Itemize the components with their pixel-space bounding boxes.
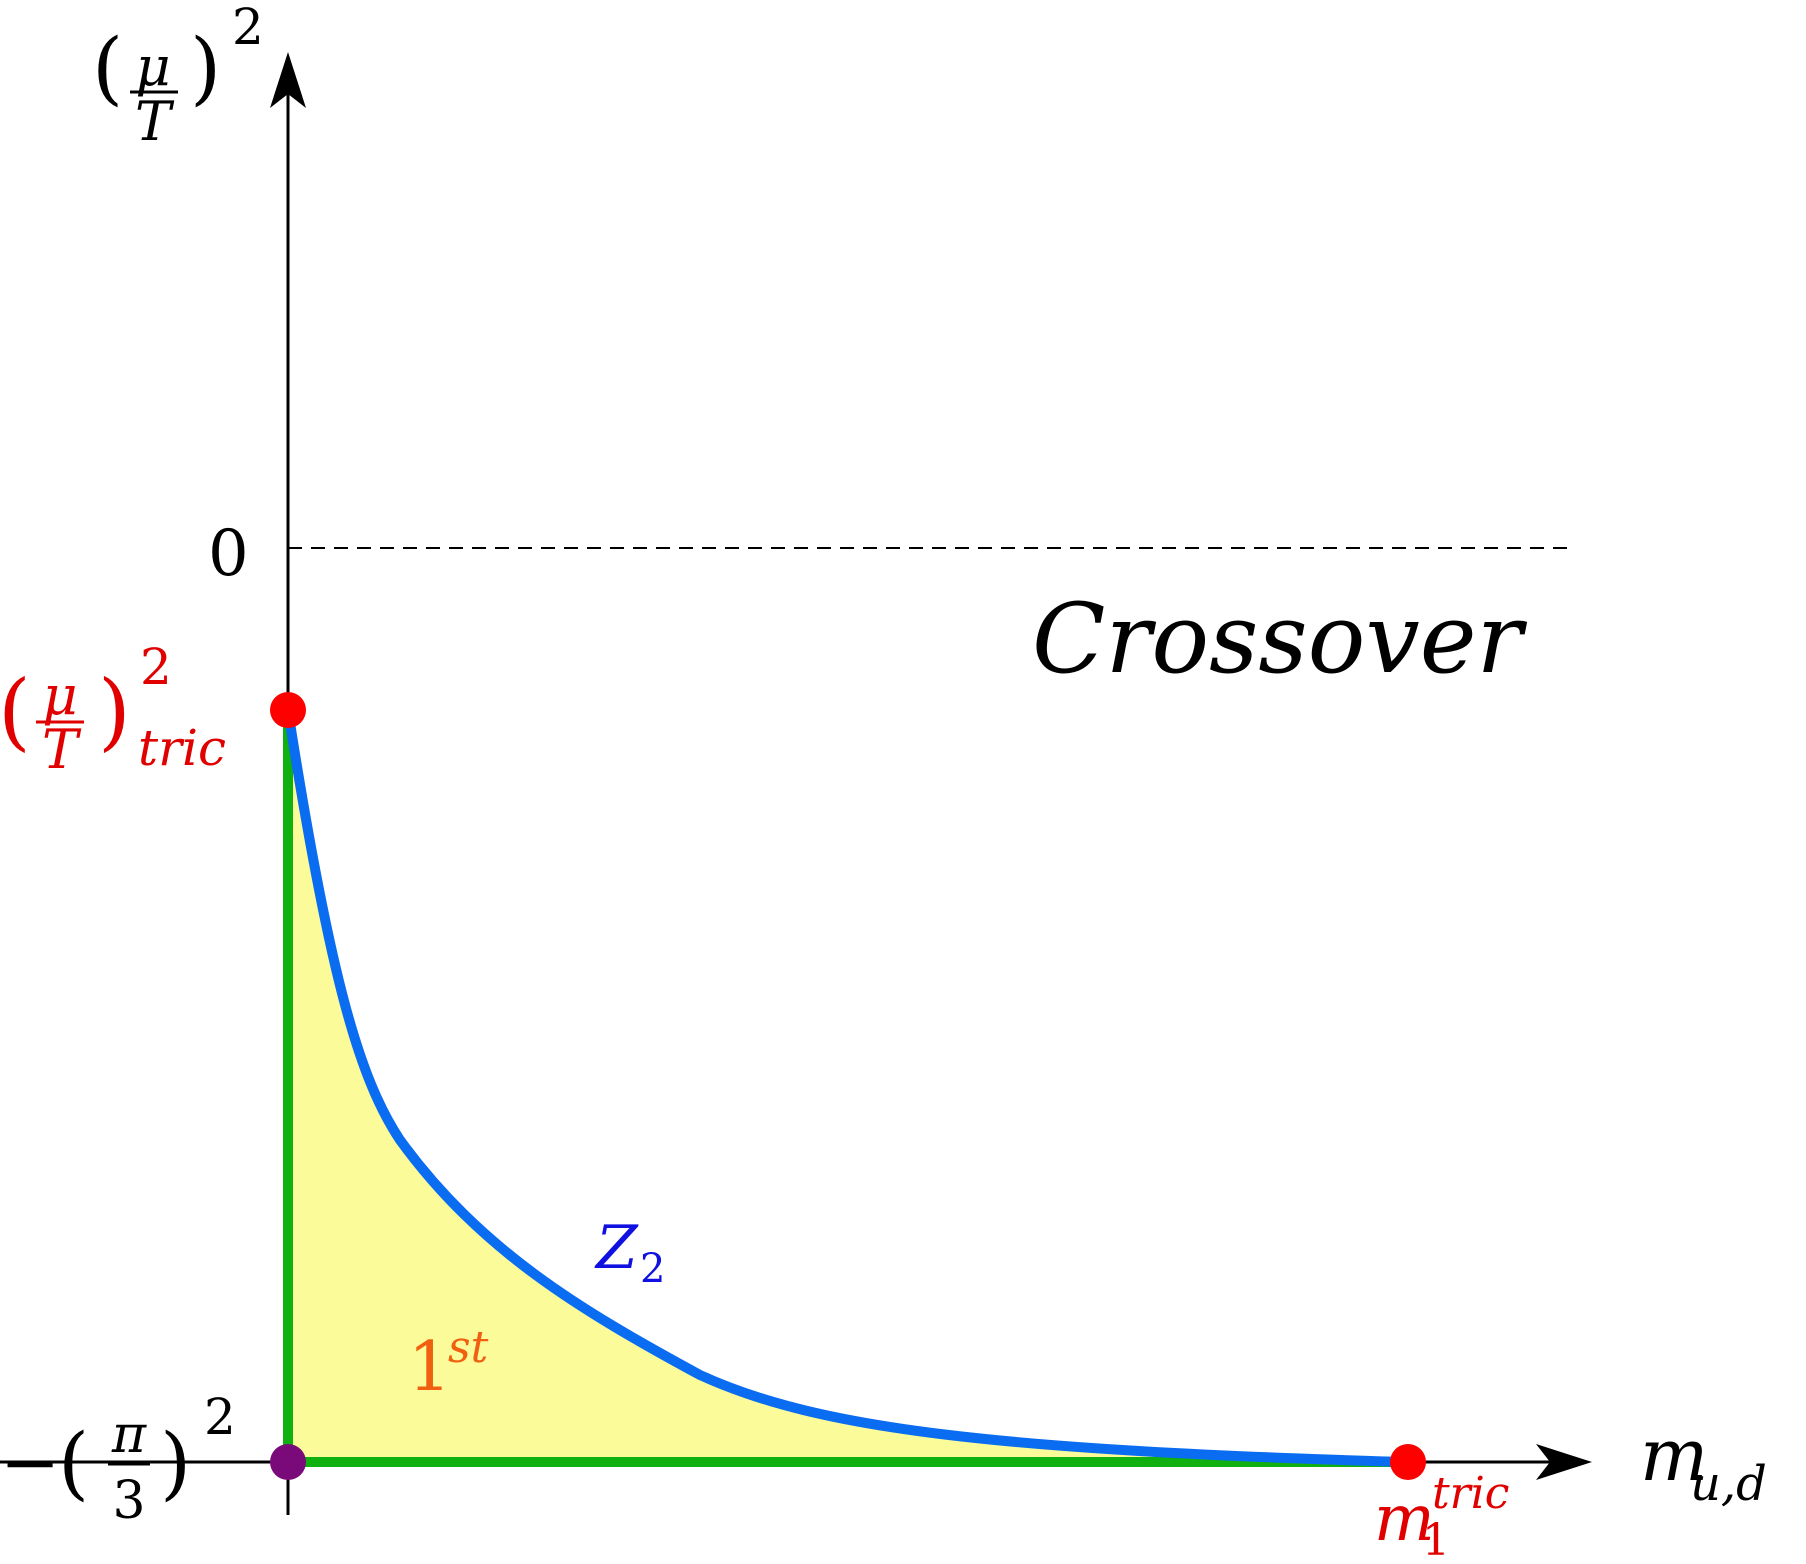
pi-label-rparen: ) bbox=[160, 1416, 191, 1509]
z2-critical-line bbox=[283, 705, 1410, 1467]
tric-mu-rparen: ) bbox=[98, 662, 131, 760]
y-label-rparen: ) bbox=[190, 21, 221, 114]
first-label-base: 1 bbox=[408, 1328, 451, 1407]
tricritical-mass-label: m 1 tric bbox=[1374, 1468, 1509, 1564]
x-axis-label: m u,d bbox=[1640, 1413, 1767, 1512]
mass-label-base: m bbox=[1374, 1482, 1435, 1556]
x-label-base: m bbox=[1640, 1413, 1708, 1497]
y-label-denominator: T bbox=[135, 90, 175, 153]
pi-label-numerator: π bbox=[111, 1405, 147, 1465]
first-order-region bbox=[288, 710, 1405, 1462]
crossover-region-label: Crossover bbox=[1032, 583, 1528, 695]
tric-mu-exponent: 2 bbox=[140, 638, 172, 696]
z2-line-label: Z 2 bbox=[594, 1213, 665, 1292]
tric-mu-subscript: tric bbox=[138, 719, 226, 777]
z2-label-base: Z bbox=[594, 1213, 639, 1283]
pi-label-exponent: 2 bbox=[204, 1388, 236, 1446]
x-label-subscript: u,d bbox=[1690, 1456, 1767, 1512]
tricritical-mu-label: ( μ T ) 2 tric bbox=[0, 638, 226, 781]
y-axis-label: ( μ T ) 2 bbox=[92, 0, 264, 153]
tric-mu-lparen: ( bbox=[0, 662, 31, 760]
tric-mu-denominator: T bbox=[42, 718, 82, 781]
mass-label-superscript: tric bbox=[1432, 1468, 1509, 1519]
y-label-exponent: 2 bbox=[232, 0, 264, 56]
pi-label-sign: − bbox=[0, 1420, 60, 1504]
pi-label-lparen: ( bbox=[58, 1416, 89, 1509]
tric-mu-numerator: μ bbox=[42, 664, 77, 727]
zero-tick-label: 0 bbox=[208, 517, 249, 591]
first-order-region-label: 1 st bbox=[408, 1322, 489, 1407]
y-label-numerator: μ bbox=[135, 35, 170, 98]
pi-over-three-label: − ( π 3 ) 2 bbox=[0, 1388, 236, 1531]
y-axis-arrowhead bbox=[270, 52, 306, 108]
corner-point bbox=[270, 1444, 306, 1480]
tricritical-point-y bbox=[270, 692, 306, 728]
mass-label-subscript: 1 bbox=[1422, 1515, 1450, 1564]
z2-label-subscript: 2 bbox=[640, 1246, 665, 1292]
y-label-lparen: ( bbox=[92, 21, 123, 114]
pi-label-denominator: 3 bbox=[112, 1471, 145, 1531]
tricritical-point-x bbox=[1390, 1444, 1426, 1480]
first-label-superscript: st bbox=[448, 1322, 489, 1373]
x-axis-arrowhead bbox=[1536, 1444, 1592, 1480]
